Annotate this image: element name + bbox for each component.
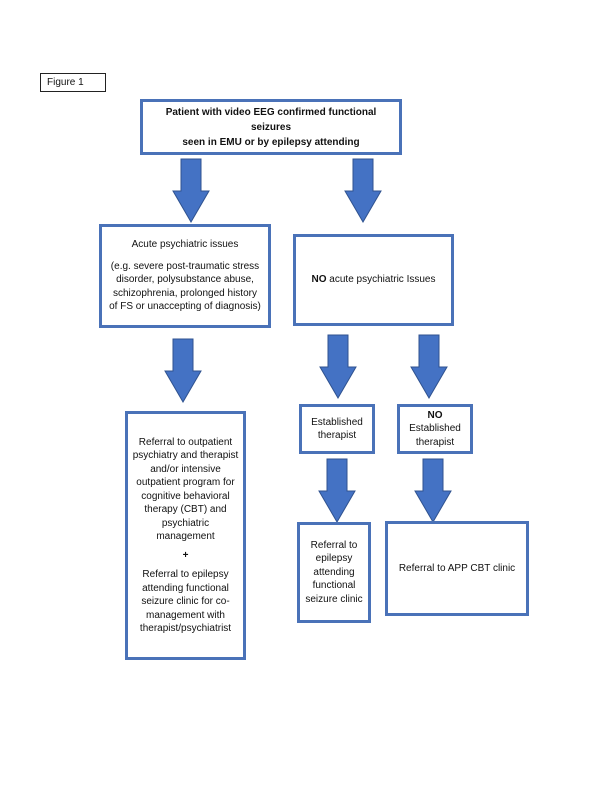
down-arrow-icon (410, 334, 448, 400)
referral-app-cbt-box: Referral to APP CBT clinic (385, 521, 529, 616)
patient-box: Patient with video EEG confirmed functio… (140, 99, 402, 155)
referral-epilepsy-clinic-box: Referral to epilepsy attending functiona… (297, 522, 371, 623)
no-acute-text: acute psychiatric Issues (326, 274, 436, 286)
down-arrow-icon (172, 158, 210, 224)
referral-epilepsy-comanagement-text: Referral to epilepsy attending functiona… (139, 569, 232, 634)
referral-epilepsy-clinic-text: Referral to epilepsy attending functiona… (305, 539, 363, 605)
down-arrow-icon (318, 458, 356, 524)
no-established-therapist-box: NO Established therapist (397, 404, 473, 454)
down-arrow-icon (344, 158, 382, 224)
established-therapist-box: Established therapist (299, 404, 375, 454)
no-established-text: Established therapist (409, 423, 461, 448)
no-acute-emphasis: NO (311, 274, 327, 286)
patient-line-1: Patient with video EEG confirmed functio… (165, 106, 377, 133)
no-acute-psychiatric-box: NO acute psychiatric Issues (293, 234, 454, 326)
down-arrow-icon (319, 334, 357, 400)
patient-line-2: seen in EMU or by epilepsy attending (182, 136, 360, 148)
no-established-emphasis: NO (427, 409, 443, 421)
referral-outpatient-box: Referral to outpatient psychiatry and th… (125, 411, 246, 660)
down-arrow-icon (164, 338, 202, 404)
figure-label: Figure 1 (40, 73, 106, 92)
acute-detail: (e.g. severe post-traumatic stress disor… (109, 260, 261, 313)
established-therapist-text: Established therapist (311, 416, 363, 442)
acute-title: Acute psychiatric issues (131, 239, 239, 251)
referral-app-cbt-text: Referral to APP CBT clinic (398, 562, 516, 574)
acute-psychiatric-box: Acute psychiatric issues (e.g. severe po… (99, 224, 271, 328)
referral-outpatient-text: Referral to outpatient psychiatry and th… (132, 436, 239, 543)
down-arrow-icon (414, 458, 452, 524)
plus-sign: + (182, 549, 189, 561)
